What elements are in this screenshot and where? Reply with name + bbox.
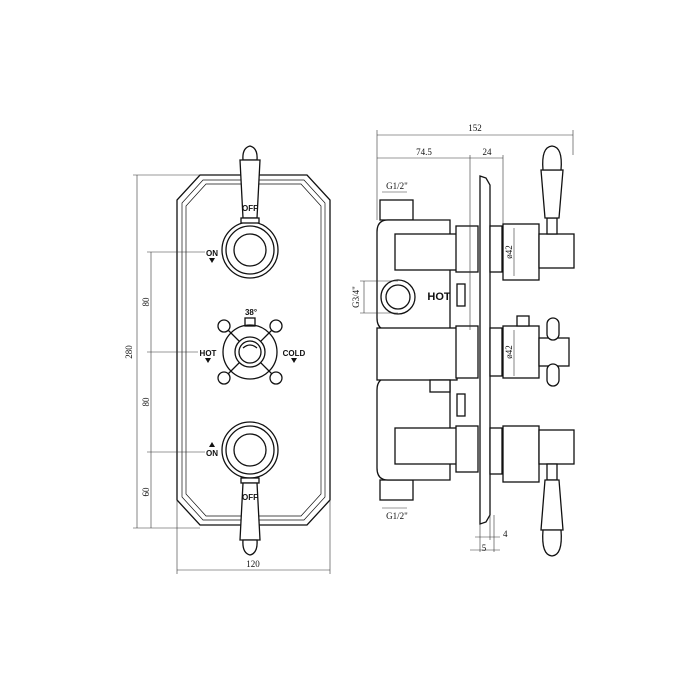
arrow-up-icon [209, 442, 215, 447]
off-bottom-label: OFF [242, 493, 258, 502]
width-dimension: 120 [246, 559, 260, 569]
on-bottom-label: ON [206, 449, 218, 458]
height-dimension: 280 [124, 345, 134, 359]
front-plate-bevel [185, 183, 322, 517]
cold-label: COLD [283, 349, 306, 358]
lower-spacing-dimension: 60 [141, 487, 151, 497]
front-plate-inner [181, 179, 326, 521]
temperature-label: 38° [245, 308, 257, 317]
top-lever [221, 145, 279, 279]
arrow-down-icon [205, 358, 211, 363]
side-plate [479, 175, 491, 525]
on-top-label: ON [206, 249, 218, 258]
front-dimensions [133, 174, 331, 574]
front-plate-outer [176, 174, 331, 526]
front-view: OFF ON 38° HOT COLD ON OFF 280 80 80 60 … [124, 145, 331, 574]
plate-thickness-dimension: 5 [482, 543, 487, 553]
arrow-down-icon [291, 358, 297, 363]
arrow-down-icon [209, 258, 215, 263]
middle-spacing-dimension: 80 [141, 397, 151, 407]
overall-depth-dimension: 152 [468, 123, 482, 133]
diameter-middle-dimension: ø42 [504, 345, 514, 359]
hot-label-side: HOT [427, 291, 451, 303]
bottom-lever [221, 421, 279, 556]
upper-spacing-dimension: 80 [141, 297, 151, 307]
projection-dimension: 24 [483, 147, 493, 157]
thermostatic-cross-handle [217, 317, 283, 385]
inlet-bottom-dimension: G1/2" [386, 511, 408, 521]
body-depth-dimension: 74.5 [416, 147, 432, 157]
side-dimensions [360, 130, 574, 552]
diameter-upper-dimension: ø42 [504, 245, 514, 259]
side-view: 152 74.5 24 G1/2" G1/2" G3/4" HOT ø42 ø4… [351, 123, 575, 557]
hot-label: HOT [200, 349, 217, 358]
inlet-top-dimension: G1/2" [386, 181, 408, 191]
off-top-label: OFF [242, 204, 258, 213]
plate-offset-dimension: 4 [503, 529, 508, 539]
outlet-dimension: G3/4" [351, 286, 361, 308]
